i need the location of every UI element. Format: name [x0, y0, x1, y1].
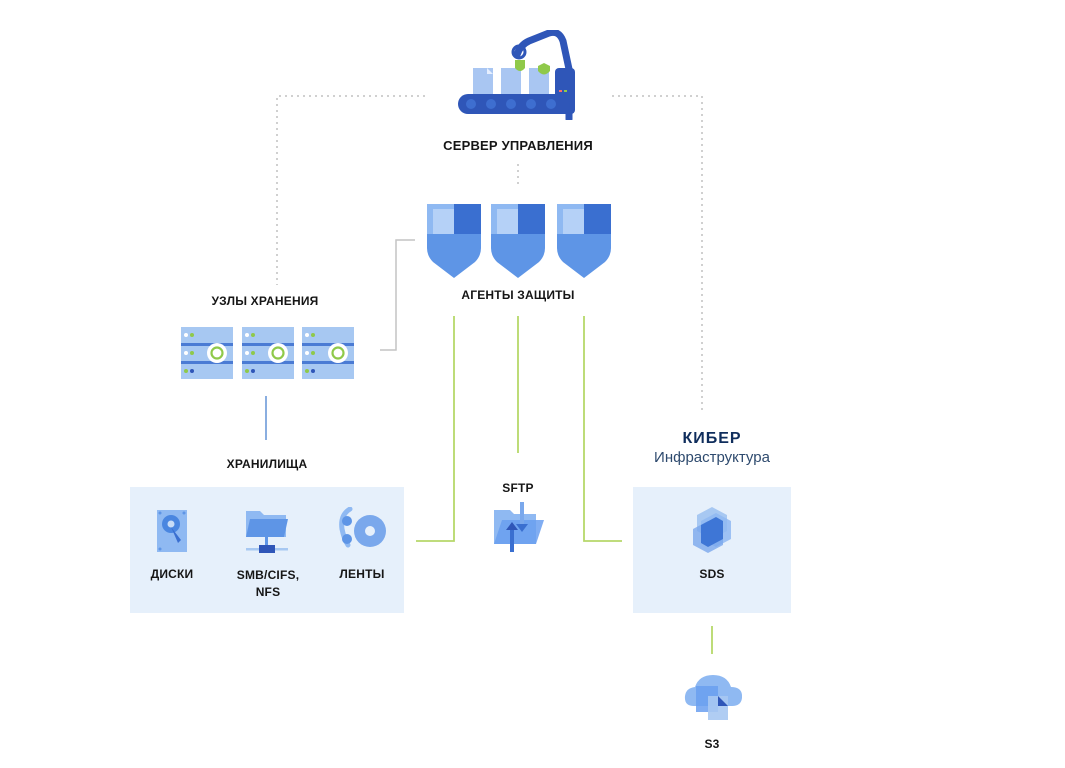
server-sync-icon — [181, 327, 233, 379]
connector-agents-sds — [583, 316, 622, 542]
hard-disk-icon — [157, 510, 187, 552]
agents-group — [425, 202, 615, 278]
sds-panel: SDS — [633, 487, 791, 613]
cloud-files-icon — [684, 675, 742, 720]
dotted-connector-server-nodes — [276, 95, 425, 285]
storage-item-label: ЛЕНТЫ — [339, 567, 385, 581]
server-sync-icon — [242, 327, 294, 379]
connector-agents-nodes — [380, 239, 415, 351]
shield-icon — [491, 204, 545, 278]
agents-label: АГЕНТЫ ЗАЩИТЫ — [461, 288, 575, 302]
brand-title: КИБЕР — [682, 430, 742, 447]
s3-label: S3 — [704, 737, 720, 751]
sftp-label: SFTP — [502, 481, 534, 495]
storage-nodes-group — [181, 327, 356, 381]
connector-agents-storages — [416, 316, 455, 542]
dotted-connector-server-infra — [612, 95, 703, 410]
server-sync-icon — [302, 327, 354, 379]
nfs-label: NFS — [255, 585, 281, 599]
shield-icon — [557, 204, 611, 278]
brand-subtitle: Инфраструктура — [654, 449, 770, 466]
smb-label: SMB/CIFS, — [236, 568, 300, 582]
server-label: СЕРВЕР УПРАВЛЕНИЯ — [443, 138, 593, 153]
storage-item-label: SMB/CIFS, NFS — [220, 567, 316, 601]
robot-conveyor-icon — [458, 28, 575, 123]
storage-nodes-label: УЗЛЫ ХРАНЕНИЯ — [211, 294, 319, 308]
storages-panel: ДИСКИ SMB/CIFS, NFS ЛЕНТЫ — [130, 487, 404, 613]
storages-label: ХРАНИЛИЩА — [226, 457, 308, 471]
shield-icon — [427, 204, 481, 278]
sds-label: SDS — [699, 567, 725, 581]
network-folder-icon — [246, 511, 288, 553]
hexagon-stack-icon — [693, 507, 731, 553]
storage-item-label: ДИСКИ — [150, 567, 194, 581]
folder-transfer-icon — [494, 502, 544, 552]
tape-reel-icon — [339, 507, 386, 548]
server-node — [455, 28, 585, 123]
